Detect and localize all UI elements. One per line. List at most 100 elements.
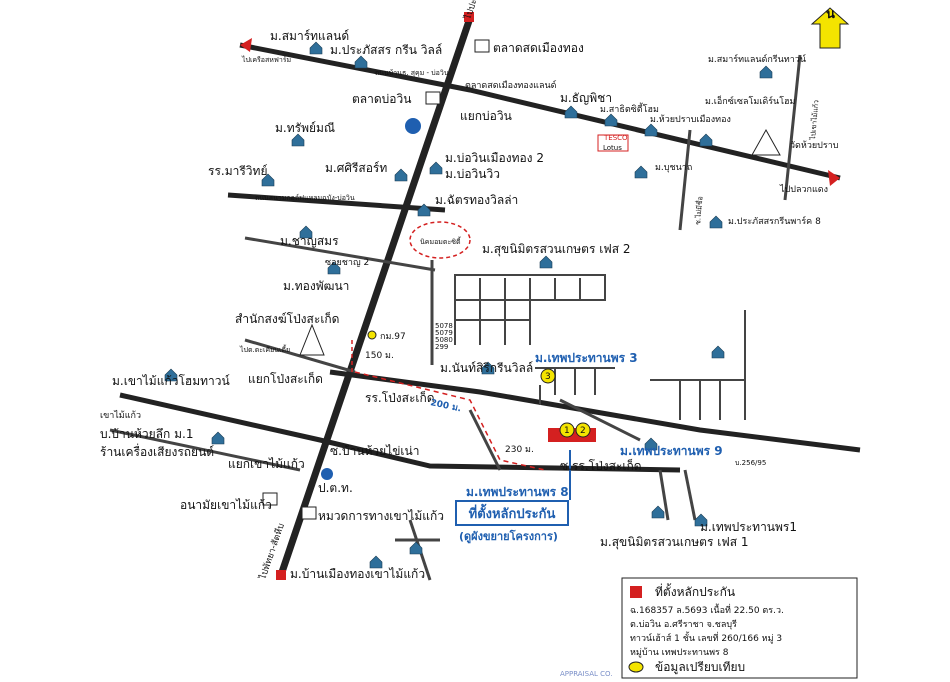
main-highway <box>276 16 474 580</box>
label-khao-mai-kaeo-left: เขาไม้แก้ว <box>100 410 141 421</box>
north-label: น <box>826 7 835 22</box>
khao-mai-kaeo-road <box>119 392 681 473</box>
road-label-huai-sai: ซ.บ้านห้วยไข่เน่า <box>330 444 419 458</box>
road-right-1 <box>783 54 802 201</box>
house-icons <box>164 41 773 569</box>
label-m-smart-green: ม.สมาร์ทแลนด์กรีนทาวน์ <box>708 53 806 65</box>
label-m-chanyasom: ม.ชาญสมร <box>280 234 339 248</box>
label-market-mt-land: ตลาดสดเมืองทองแลนด์ <box>465 79 557 91</box>
legend-compare-label: ข้อมูลเปรียบเทียบ <box>655 660 745 675</box>
plot-code-1: 5078 <box>435 322 453 330</box>
highway-end-south <box>276 570 286 580</box>
top-road <box>239 42 841 181</box>
label-m-smart-land: ม.สมาร์ทแลนด์ <box>270 29 349 43</box>
label-m-bo-win-mt2: ม.บ่อวินเมืองทอง 2 <box>445 151 544 165</box>
label-m-nan-siri: ม.นันท์สิริกรีนวิลล์ <box>440 361 533 375</box>
label-tesco: TESCO <box>603 134 628 142</box>
label-m-prapasorn-park8: ม.ประภัสสรกรีนพาร์ค 8 <box>728 215 821 227</box>
road-label-khao-mai-kaeo: ไปเขาไม้แก้ว <box>808 100 821 142</box>
subdivision-grid-thep3 <box>535 367 615 405</box>
road-label-pla-chuea: ไปปลวกแดง <box>779 184 828 195</box>
label-km97: กม.97 <box>380 332 406 342</box>
km97-marker-icon <box>367 330 377 340</box>
road-thep-1 <box>658 469 670 521</box>
arrow-east-icon <box>828 170 840 186</box>
road-label-rr-phong: ซ.รร.โป่งสะเก็ด <box>560 458 642 473</box>
soi-thep <box>559 398 641 442</box>
label-samnak-song: สำนักสงฆ์โป่งสะเก็ด <box>235 311 339 326</box>
plot-code-3: 5080 <box>435 336 453 344</box>
ptt-station-icon <box>321 468 333 480</box>
label-nikhom: นิคมอมตะซิตี้ <box>420 235 462 246</box>
phong-saket-road <box>329 369 861 453</box>
north-arrow-icon <box>810 7 850 49</box>
label-m-thep-3: ม.เทพประทานพร 3 <box>535 351 638 365</box>
legend-box <box>621 577 858 679</box>
compare-marker-2[interactable] <box>575 422 591 438</box>
legend-line1: ฉ.168357 ล.5693 เนื้อที่ 22.50 ตร.ว. <box>630 603 784 616</box>
plot-code-2: 5079 <box>435 329 453 337</box>
soi-rr-phong <box>468 409 502 471</box>
label-m-ban-mueang: ม.บ้านเมืองทองเขาไม้แก้ว <box>290 567 425 581</box>
label-m-thong-phatthana: ม.ทองพัฒนา <box>283 279 349 293</box>
compare-marker-3-label: 3 <box>545 372 551 382</box>
road-thep-1b <box>683 469 697 521</box>
label-lotus: Lotus <box>603 144 622 152</box>
road-huai-luek <box>109 428 301 472</box>
subdivision-grid-right <box>650 310 746 420</box>
legend-subject-swatch <box>630 586 642 598</box>
label-m-buchanat: ม.บุชนาถ <box>655 163 692 173</box>
road-label-huai-prap: ซ.ไม่มีชื่อ <box>693 196 704 225</box>
fuel-station-icon <box>405 118 421 134</box>
lotus-store-icon <box>597 134 629 152</box>
label-m-huai-prap: ม.ห้วยปราบเมืองทอง <box>650 114 731 125</box>
label-m-chatsong: ม.ฉัตรทองวิลล่า <box>435 193 518 207</box>
golf-road <box>227 192 446 213</box>
label-anamai: อนามัยเขาไม้แก้ว <box>180 498 272 512</box>
watermark: APPRAISAL CO. <box>560 670 613 678</box>
label-highway-unit: หมวดการทางเขาไม้แก้ว <box>318 509 444 523</box>
temple-icon <box>751 128 781 156</box>
road-phon-saket <box>244 338 356 374</box>
arrow-west-icon <box>240 38 252 52</box>
label-rr-phong-saket: รร.โป่งสะเก็ด <box>365 390 435 405</box>
label-m-prapasorn: ม.ประภัสสร กรีน วิลล์ <box>330 43 442 57</box>
road-label-chalerm: ไปปะเฉิงเทรา <box>462 0 490 22</box>
label-pt: ป.ต.ท. <box>318 481 353 495</box>
subject-banner-sub: (ดูผังขยายโครงการ) <box>459 529 558 544</box>
distance-150: 150 ม. <box>365 351 394 361</box>
road-label-bang-phang: ถนนบ้านธ. สุคุม - บ่อวิน <box>375 69 449 77</box>
label-m-sathit: ม.สาธิตซิตี้โฮม <box>600 102 659 115</box>
road-label-golf: ถนนสนามกอล์ฟแหลมฉบัง-บ่อวิน <box>255 194 355 202</box>
label-m-khao-mai-kaeo-home: ม.เขาไม้แก้วโฮมทาวน์ <box>112 374 230 388</box>
subject-banner-text: ที่ตั้งหลักประกัน <box>468 506 556 522</box>
legend-compare-swatch <box>628 661 644 673</box>
label-rr-marie: รร.มารีวิทย์ <box>208 164 267 178</box>
subject-banner[interactable]: ที่ตั้งหลักประกัน <box>455 500 569 526</box>
road-label-phon-saket: ไปต.ตะเคียนเตี้ย <box>239 343 290 354</box>
label-house-no: บ.256/95 <box>735 459 766 467</box>
monastery-icon <box>299 323 325 356</box>
landmark-box-icons <box>262 39 490 520</box>
label-m-thanyapa: ม.ธัญพิชา <box>560 91 612 105</box>
compare-marker-1[interactable] <box>559 422 575 438</box>
label-market-mueang-thong: ตลาดสดเมืองทอง <box>493 41 584 55</box>
label-m-sirisort: ม.ศศิรีสอร์ท <box>325 161 387 175</box>
nikhom-zone <box>409 221 471 259</box>
highway-end-north <box>464 12 474 22</box>
label-m-bo-win-view: ม.บ่อวินวิว <box>445 167 500 181</box>
legend-subject-label: ที่ตั้งหลักประกัน <box>655 583 735 599</box>
label-m-suk-mit-1: ม.สุขนิมิตรสวนเกษตร เฟส 1 <box>600 535 749 550</box>
legend-line2: ต.บ่อวิน อ.ศรีราชา จ.ชลบุรี <box>630 619 737 630</box>
label-market-bo-win: ตลาดบ่อวิน <box>352 92 411 106</box>
legend-line4: หมู่บ้าน เทพประทานพร 8 <box>630 647 729 658</box>
plot-code-4: 299 <box>435 343 448 351</box>
compare-marker-3[interactable] <box>540 368 556 384</box>
soi-chanyo <box>244 236 436 272</box>
compare-marker-1-label: 1 <box>564 426 570 436</box>
junction-phong-saket: แยกโป่งสะเก็ด <box>248 371 323 386</box>
road-label-soi-chanyo: ซอยชาญ 2 <box>325 258 369 268</box>
label-m-thanaphiman: ม.ทรัพย์มณี <box>275 121 335 135</box>
label-m-excel: ม.เอ็กซ์เซลโมเดิร์นโฮม <box>705 94 796 107</box>
